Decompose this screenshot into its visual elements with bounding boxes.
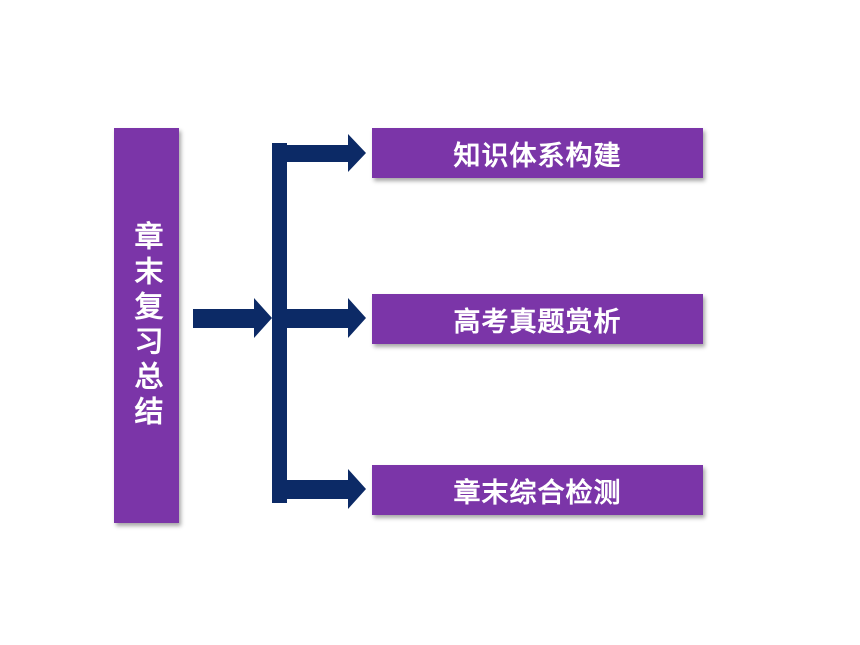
branch-arrow-3 (287, 469, 366, 509)
exam-questions-node[interactable]: 高考真题赏析 (372, 294, 703, 344)
chapter-test-label: 章末综合检测 (453, 477, 622, 509)
chapter-review-node[interactable]: 章末复习总结 (114, 128, 179, 523)
bracket-bar (272, 143, 287, 503)
chapter-review-label: 章末复习总结 (130, 220, 164, 431)
exam-questions-label: 高考真题赏析 (453, 306, 622, 338)
knowledge-system-label: 知识体系构建 (453, 140, 622, 172)
root-arrow (193, 298, 272, 338)
knowledge-system-node[interactable]: 知识体系构建 (372, 128, 703, 178)
branch-arrow-2 (287, 298, 366, 338)
branch-arrow-1 (287, 134, 366, 172)
chapter-test-node[interactable]: 章末综合检测 (372, 465, 703, 515)
